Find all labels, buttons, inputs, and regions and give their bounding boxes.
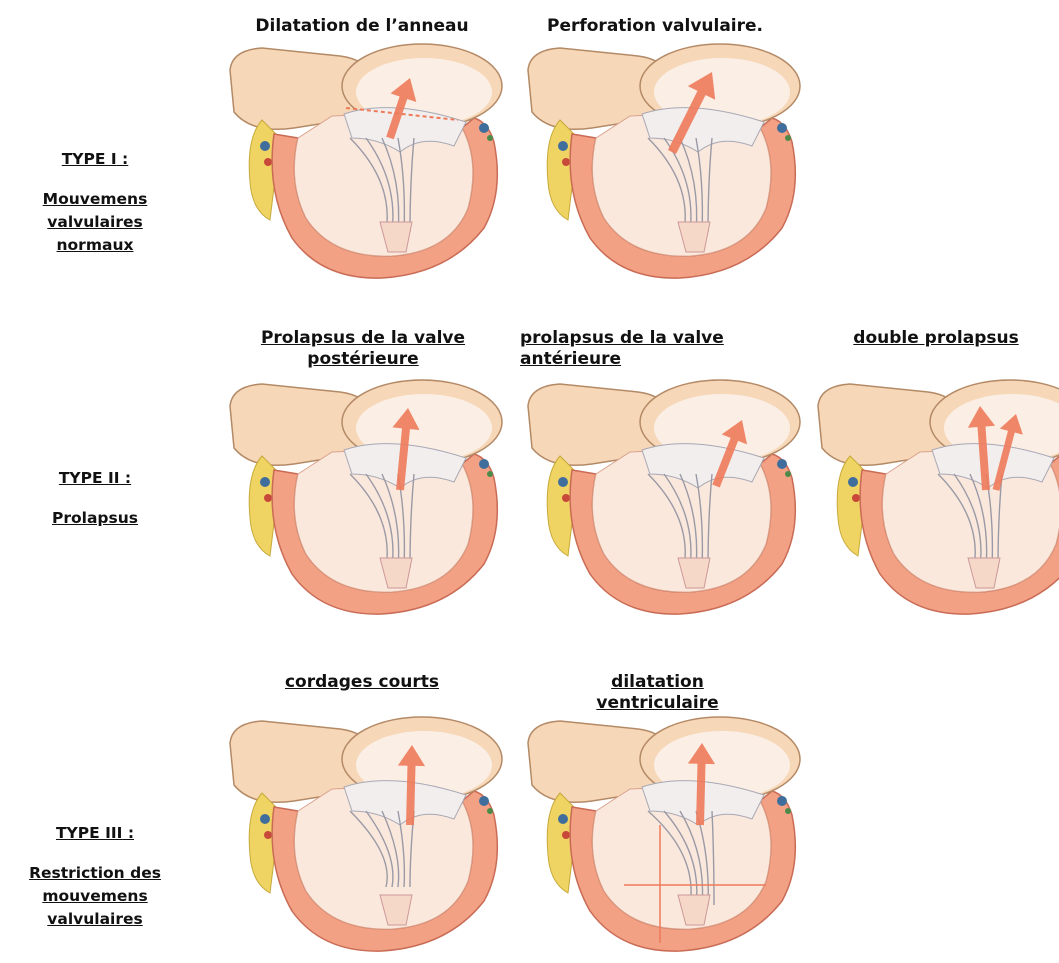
caption-double-prolapse-line-1: double prolapsus	[820, 328, 1052, 349]
type-3-colon: :	[122, 824, 134, 842]
heart-svg	[222, 42, 507, 282]
heart-svg	[520, 42, 805, 282]
coronary-vessel	[260, 141, 270, 151]
coronary-vessel	[487, 135, 493, 141]
heart-svg	[520, 715, 805, 955]
coronary-vessel	[562, 831, 570, 839]
caption-annulus-dilatation: Dilatation de l’anneau	[222, 16, 502, 37]
coronary-vessel	[852, 494, 860, 502]
type-1-colon: :	[117, 150, 129, 168]
coronary-vessel	[785, 808, 791, 814]
caption-short-chordae-line-1: cordages courts	[222, 672, 502, 693]
coronary-vessel	[558, 477, 568, 487]
heart-svg	[222, 378, 507, 618]
heart-perforation	[520, 42, 805, 282]
caption-short-chordae: cordages courts	[222, 672, 502, 693]
coronary-vessel	[777, 796, 787, 806]
heart-svg	[810, 378, 1059, 618]
heart-ventricular-dilatation	[520, 715, 805, 955]
heart-posterior-prolapse	[222, 378, 507, 618]
caption-posterior-prolapse-line-1: Prolapsus de la valve	[218, 328, 508, 349]
coronary-vessel	[479, 123, 489, 133]
coronary-vessel	[558, 814, 568, 824]
heart-short-chordae	[222, 715, 507, 955]
type-1-heading: TYPE I :	[0, 148, 190, 171]
type-3-desc-line-1: Restriction des	[0, 862, 190, 885]
caption-double-prolapse: double prolapsus	[820, 328, 1052, 349]
type-3-heading: TYPE III :	[0, 822, 190, 845]
heart-svg	[222, 715, 507, 955]
coronary-vessel	[264, 494, 272, 502]
caption-ventricular-dilatation-line-1: dilatation	[525, 672, 790, 693]
coronary-vessel	[260, 814, 270, 824]
coronary-vessel	[562, 494, 570, 502]
coronary-vessel	[487, 808, 493, 814]
type-1-desc-line-2: valvulaires	[0, 211, 190, 234]
coronary-vessel	[785, 471, 791, 477]
heart-annulus-dilatation	[222, 42, 507, 282]
coronary-vessel	[479, 796, 489, 806]
coronary-vessel	[264, 831, 272, 839]
type-3-desc-line-3: valvulaires	[0, 908, 190, 931]
caption-anterior-prolapse: prolapsus de la valve antérieure	[520, 328, 790, 370]
coronary-vessel	[487, 471, 493, 477]
type-2-desc-line-1: Prolapsus	[0, 507, 190, 530]
caption-ventricular-dilatation: dilatation ventriculaire	[525, 672, 790, 714]
caption-ventricular-dilatation-line-2: ventriculaire	[525, 693, 790, 714]
coronary-vessel	[260, 477, 270, 487]
caption-perforation: Perforation valvulaire.	[515, 16, 795, 37]
heart-svg	[520, 378, 805, 618]
coronary-vessel	[785, 135, 791, 141]
type-1-title: TYPE I	[62, 150, 117, 168]
caption-posterior-prolapse-line-2: postérieure	[218, 349, 508, 370]
coronary-vessel	[848, 477, 858, 487]
caption-anterior-prolapse-line-2: antérieure	[520, 349, 790, 370]
heart-double-prolapse	[810, 378, 1059, 618]
type-3-label: TYPE III : Restriction des mouvemens val…	[0, 822, 190, 931]
caption-annulus-dilatation-line-1: Dilatation de l’anneau	[222, 16, 502, 37]
type-2-heading: TYPE II :	[0, 467, 190, 490]
type-1-label: TYPE I : Mouvemens valvulaires normaux	[0, 148, 190, 257]
coronary-vessel	[558, 141, 568, 151]
caption-perforation-line-1: Perforation valvulaire.	[515, 16, 795, 37]
coronary-vessel	[479, 459, 489, 469]
caption-posterior-prolapse: Prolapsus de la valve postérieure	[218, 328, 508, 370]
coronary-vessel	[777, 459, 787, 469]
type-3-desc-line-2: mouvemens	[0, 885, 190, 908]
type-2-title: TYPE II	[59, 469, 120, 487]
type-2-colon: :	[120, 469, 132, 487]
heart-anterior-prolapse	[520, 378, 805, 618]
type-2-label: TYPE II : Prolapsus	[0, 467, 190, 530]
coronary-vessel	[777, 123, 787, 133]
caption-anterior-prolapse-line-1: prolapsus de la valve	[520, 328, 790, 349]
coronary-vessel	[562, 158, 570, 166]
coronary-vessel	[264, 158, 272, 166]
type-3-title: TYPE III	[56, 824, 122, 842]
type-1-desc-line-1: Mouvemens	[0, 188, 190, 211]
type-1-desc-line-3: normaux	[0, 234, 190, 257]
